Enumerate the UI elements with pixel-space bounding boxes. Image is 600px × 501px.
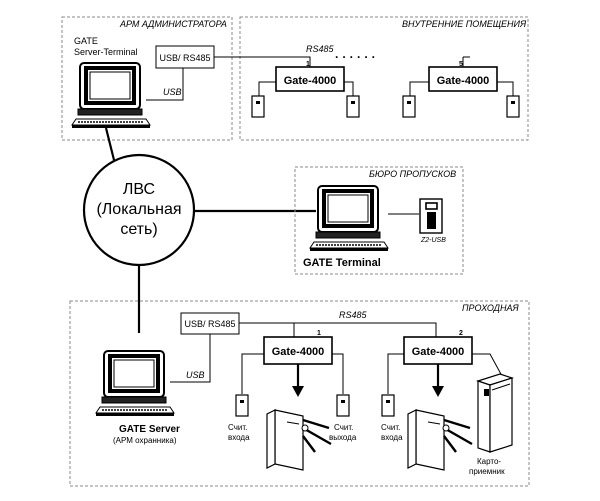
checkpoint-controller-1-label: Gate-4000: [272, 346, 325, 358]
admin-pc-label-1: GATE: [74, 36, 98, 46]
reader-in-1-label-1: Счит.: [228, 423, 247, 432]
checkpoint-turnstile-1: [265, 408, 333, 472]
checkpoint-bus-label: RS485: [339, 310, 368, 320]
checkpoint-turnstile-2: [406, 408, 474, 472]
bureau-device-label: Z2-USB: [420, 237, 446, 244]
card-receiver-icon: [476, 373, 514, 453]
checkpoint-reader-in-1: [235, 394, 249, 417]
lan-link-admin: [104, 127, 116, 161]
checkpoint-usb-label: USB: [186, 370, 205, 380]
bureau-pc-label: GATE Terminal: [303, 257, 381, 269]
zone-bureau: БЮРО ПРОПУСКОВ Z2-USB GATE Terminal: [294, 166, 464, 275]
reader-in-2-label-2: входа: [381, 433, 403, 442]
indoor-bus-label: RS485: [306, 44, 335, 54]
indoor-dots: · · · · · ·: [335, 50, 376, 64]
checkpoint-bus-line: [239, 322, 437, 337]
indoor-num-1: 1: [306, 61, 310, 68]
checkpoint-controller-2-label: Gate-4000: [412, 346, 465, 358]
admin-pc-label-2: Server-Terminal: [74, 47, 138, 57]
admin-pc-icon: [70, 61, 152, 130]
card-receiver-label-1: Карто-: [477, 457, 501, 466]
reader-out-1-label-1: Счит.: [334, 423, 353, 432]
checkpoint-reader-in-2: [381, 394, 395, 417]
zone-admin-title: АРМ АДМИНИСТРАТОРА: [119, 19, 227, 29]
card-receiver-label-2: приемник: [469, 467, 505, 476]
checkpoint-reader-out-1: [336, 394, 350, 417]
reader-in-1-label-2: входа: [228, 433, 250, 442]
lan-label-1: ЛВС: [123, 181, 155, 198]
checkpoint-arrow-2: [432, 386, 444, 397]
checkpoint-pc-label-2: (АРМ охранника): [113, 436, 177, 445]
lan-circle: [82, 153, 196, 267]
indoor-num-5: 5: [459, 61, 463, 68]
checkpoint-num-2: 2: [459, 330, 463, 337]
zone-indoor-title: ВНУТРЕННИЕ ПОМЕЩЕНИЯ: [402, 19, 527, 29]
checkpoint-num-1: 1: [317, 330, 321, 337]
z2-usb-device: [419, 198, 443, 234]
indoor-reader-1a: [251, 95, 265, 118]
bureau-pc-icon: [308, 184, 390, 253]
indoor-controller-5: [428, 66, 498, 92]
reader-in-2-label-1: Счит.: [381, 423, 400, 432]
lan-label-2: (Локальная: [96, 201, 181, 218]
zone-checkpoint: ПРОХОДНАЯ USB/ RS485 RS485 1 2 USB GATE …: [69, 300, 530, 487]
reader-out-1-label-2: выхода: [329, 433, 357, 442]
indoor-controller-1-label: Gate-4000: [284, 75, 337, 87]
checkpoint-usb-link: [170, 334, 211, 383]
indoor-controller-1: [275, 66, 345, 92]
indoor-reader-5b: [506, 95, 520, 118]
zone-bureau-title: БЮРО ПРОПУСКОВ: [369, 169, 456, 179]
indoor-controller-5-label: Gate-4000: [437, 75, 490, 87]
lan-label-3: сеть): [120, 221, 157, 238]
admin-converter-label: USB/ RS485: [159, 53, 210, 63]
checkpoint-arrow-1: [292, 386, 304, 397]
zone-checkpoint-title: ПРОХОДНАЯ: [462, 303, 519, 313]
checkpoint-controller-1: [263, 336, 333, 365]
indoor-bus-line: [214, 56, 311, 67]
checkpoint-converter-label: USB/ RS485: [184, 319, 235, 329]
checkpoint-pc-label-1: GATE Server: [119, 424, 180, 435]
checkpoint-pc-icon: [94, 349, 176, 418]
admin-usb-link: [146, 68, 184, 101]
admin-usb-label: USB: [163, 87, 182, 97]
zone-indoor: ВНУТРЕННИЕ ПОМЕЩЕНИЯ RS485 · · · · · · 1…: [214, 16, 529, 141]
indoor-reader-5a: [402, 95, 416, 118]
zone-admin: АРМ АДМИНИСТРАТОРА GATE Server-Terminal …: [61, 16, 233, 141]
lan-network: ЛВС (Локальная сеть): [82, 127, 316, 333]
indoor-reader-1b: [346, 95, 360, 118]
